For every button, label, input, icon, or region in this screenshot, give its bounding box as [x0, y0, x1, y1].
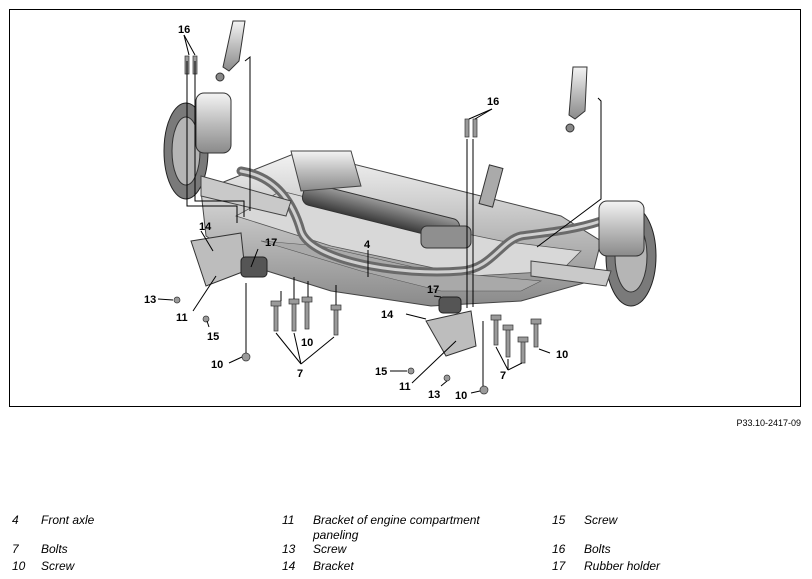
- callout-10-far-right: 10: [556, 349, 568, 361]
- callout-11-right: 11: [399, 381, 411, 393]
- callout-15-right: 15: [375, 366, 387, 378]
- callout-16-right: 16: [487, 96, 499, 108]
- callout-4: 4: [364, 239, 371, 251]
- right-control-arm: [530, 260, 612, 287]
- left-brake-disc: [163, 92, 232, 200]
- callout-13-left: 13: [144, 294, 156, 306]
- callout-17-left: 17: [265, 237, 277, 249]
- steering-rack: [290, 150, 472, 249]
- callout-14-left: 14: [199, 221, 212, 233]
- callouts: 16 16 14 17 4 13 11 15 10 10 7 17 14 15 …: [144, 24, 568, 402]
- callout-10-right: 10: [455, 390, 467, 402]
- callout-10-middle: 10: [301, 337, 313, 349]
- front-axle-illustration: 16 16 14 17 4 13 11 15 10 10 7 17 14 15 …: [144, 20, 657, 402]
- callout-16-left: 16: [178, 24, 190, 36]
- right-strut-link: [565, 66, 588, 133]
- leader-lines: [157, 34, 602, 394]
- callout-7-right: 7: [500, 370, 506, 382]
- left-rubber-holder: [240, 256, 268, 278]
- right-bracket: [425, 310, 477, 357]
- callout-17-right: 17: [427, 284, 439, 296]
- callout-10-left: 10: [211, 359, 223, 371]
- callout-13-right: 13: [428, 389, 440, 401]
- right-bellows: [478, 164, 504, 208]
- figure-code: P33.10-2417-09: [736, 418, 801, 428]
- left-strut-link: [215, 20, 246, 82]
- right-rubber-holder: [438, 296, 462, 314]
- callout-14-right: 14: [381, 309, 394, 321]
- figure-frame: 16 16 14 17 4 13 11 15 10 10 7 17 14 15 …: [9, 9, 801, 407]
- callout-11-left: 11: [176, 312, 188, 324]
- left-control-arm: [200, 175, 292, 217]
- right-brake-disc: [598, 200, 657, 307]
- callout-7-left: 7: [297, 368, 303, 380]
- left-bracket: [190, 232, 246, 287]
- callout-15-left: 15: [207, 331, 219, 343]
